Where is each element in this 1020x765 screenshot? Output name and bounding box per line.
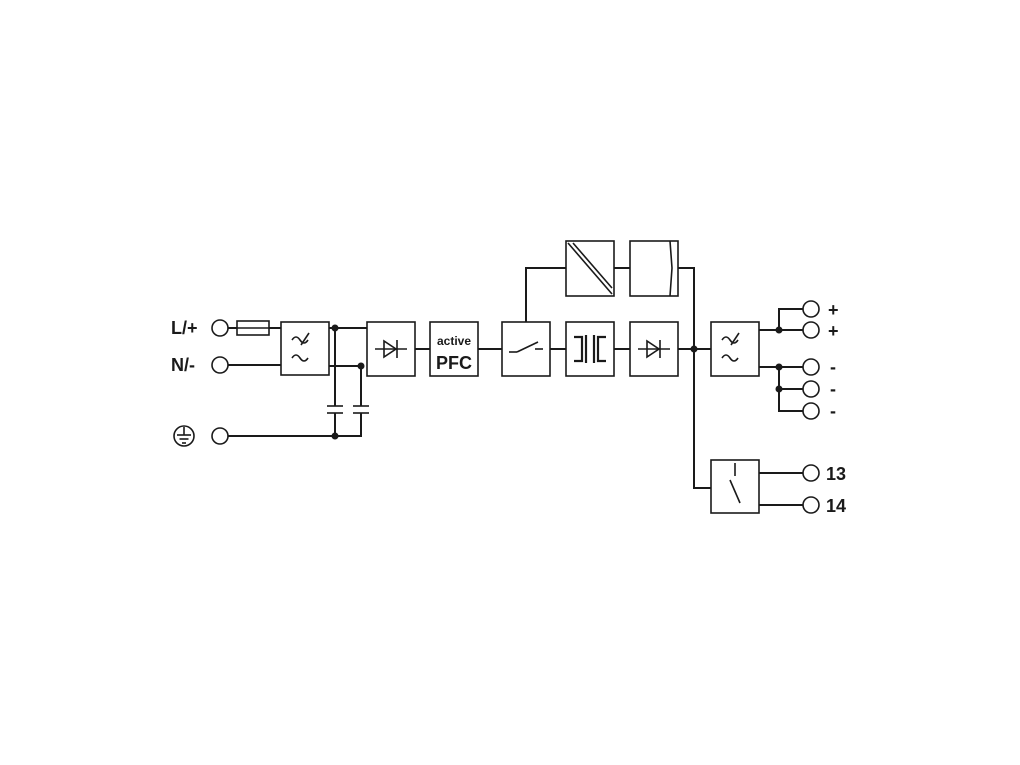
minus-label-1: -	[830, 357, 836, 377]
plus-terminal-2	[802, 321, 820, 339]
plus-label-1: +	[828, 300, 839, 320]
control-block	[565, 240, 615, 297]
relay-terminal-13	[802, 464, 820, 482]
minus-terminal-2	[802, 380, 820, 398]
pfc-label-line2: PFC	[436, 353, 472, 373]
input-terminals: L/+ N/-	[171, 318, 229, 447]
rectifier-block	[366, 321, 416, 377]
regulator-block	[629, 240, 679, 297]
pfc-block: active PFC	[429, 321, 479, 377]
neutral-input-label: N/-	[171, 355, 195, 375]
capacitor-icon	[353, 405, 369, 414]
neutral-terminal	[211, 356, 229, 374]
plus-label-2: +	[828, 321, 839, 341]
ground-terminal	[211, 427, 229, 445]
relay-label-14: 14	[826, 496, 846, 516]
output-filter-block	[710, 321, 760, 377]
minus-label-2: -	[830, 379, 836, 399]
wiring	[228, 267, 803, 506]
transformer-icon	[574, 335, 606, 363]
minus-terminal-1	[802, 358, 820, 376]
relay-contact-icon	[729, 463, 741, 504]
junction-dots	[331, 324, 783, 440]
regulator-icon	[669, 240, 673, 297]
filter-icon	[721, 332, 740, 362]
output-terminals: + + - - - 13 14	[802, 300, 846, 516]
relay-terminal-14	[802, 496, 820, 514]
ground-icon	[173, 425, 195, 447]
input-filter-block	[280, 321, 330, 376]
capacitor-icon	[327, 405, 343, 414]
line-terminal	[211, 319, 229, 337]
plus-terminal-1	[802, 300, 820, 318]
transformer-block	[565, 321, 615, 377]
relay-label-13: 13	[826, 464, 846, 484]
filter-icon	[291, 332, 310, 362]
switch-icon	[509, 341, 543, 353]
output-rectifier-block	[629, 321, 679, 377]
minus-terminal-3	[802, 402, 820, 420]
diode-icon	[638, 339, 670, 359]
pfc-label-line1: active	[437, 334, 471, 348]
diode-icon	[375, 339, 407, 359]
switch-block	[501, 321, 551, 377]
line-input-label: L/+	[171, 318, 198, 338]
minus-label-3: -	[830, 401, 836, 421]
relay-block	[710, 459, 760, 514]
fuse-icon	[236, 320, 270, 336]
isolation-icon	[567, 242, 613, 295]
